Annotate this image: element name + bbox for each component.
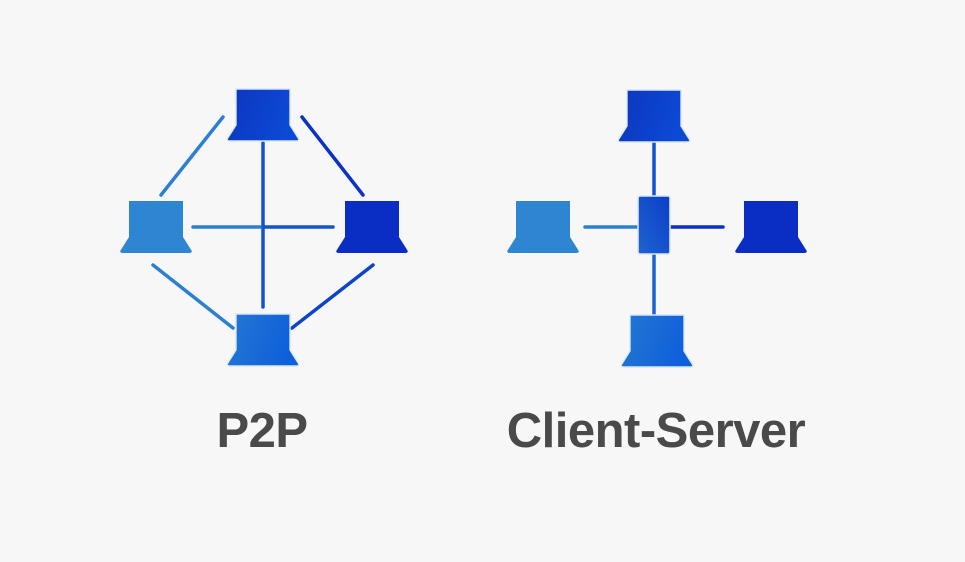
- p2p-link-top-right: [300, 115, 365, 197]
- computer-icon: [226, 313, 300, 367]
- p2p-link-bottom-left: [151, 263, 235, 330]
- client-server-diagram: [507, 89, 807, 368]
- computer-icon: [620, 314, 694, 368]
- computer-icon: [226, 88, 300, 142]
- p2p-link-top-left: [159, 115, 225, 197]
- p2p-diagram: [120, 88, 408, 367]
- computer-icon: [336, 201, 408, 253]
- server-icon: [637, 195, 671, 255]
- computer-icon: [507, 201, 579, 253]
- client-server-label: Client-Server: [506, 404, 806, 458]
- computer-icon: [120, 201, 192, 253]
- computer-icon: [735, 201, 807, 253]
- p2p-label: P2P: [216, 404, 308, 458]
- computer-icon: [617, 89, 691, 143]
- p2p-link-bottom-right: [290, 263, 375, 330]
